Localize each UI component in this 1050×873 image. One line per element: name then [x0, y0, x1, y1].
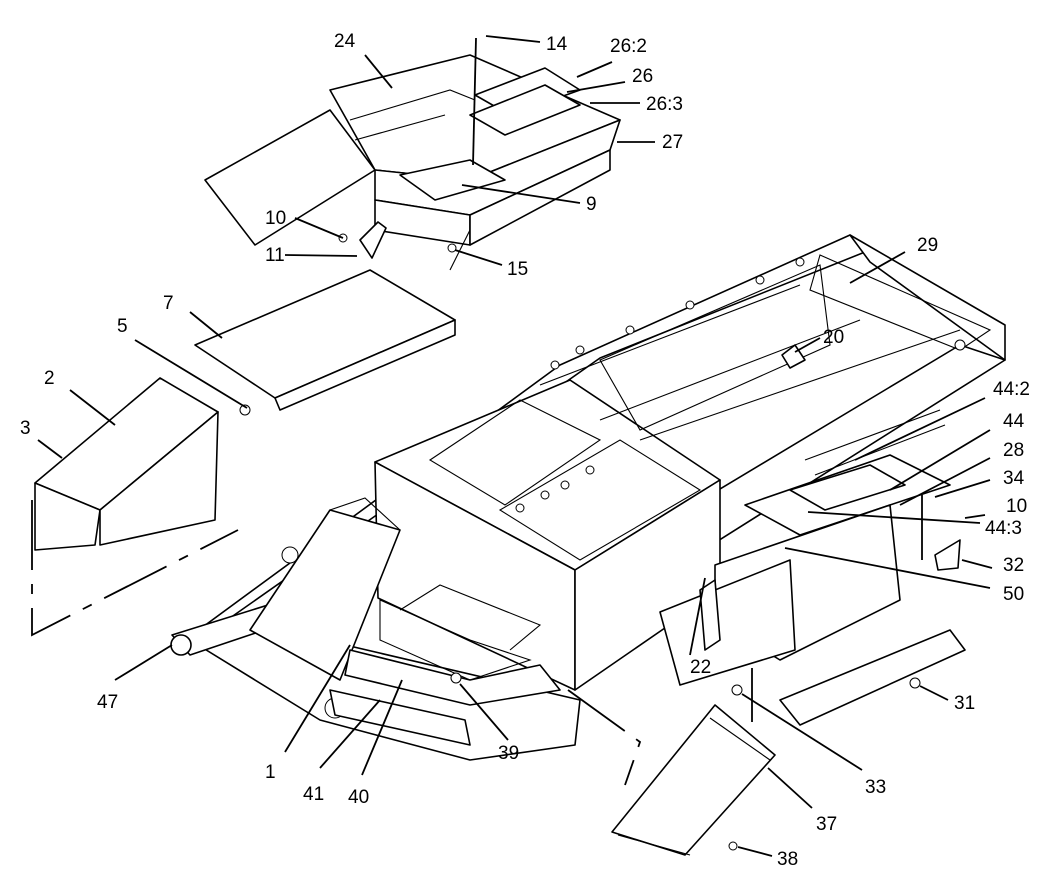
callout-37: 37: [816, 814, 837, 835]
callout-39: 39: [498, 743, 519, 764]
part-44-3-plate: [789, 464, 906, 511]
callout-10-top: 10: [265, 208, 286, 229]
callout-7: 7: [163, 293, 174, 314]
part-39-bolt: [450, 672, 462, 684]
callout-10-right: 10: [1006, 496, 1027, 517]
callout-5: 5: [117, 316, 128, 337]
callout-14: 14: [546, 34, 568, 55]
callout-20: 20: [823, 327, 844, 348]
part-32-spacer: [934, 539, 961, 571]
callout-2: 2: [44, 368, 55, 389]
callout-1: 1: [265, 762, 276, 783]
callout-44: 44: [1003, 411, 1025, 432]
callout-44-2: 44:2: [993, 379, 1030, 400]
part-47-end: [170, 634, 192, 656]
part-22-bracket: [699, 579, 721, 651]
callout-31: 31: [954, 693, 975, 714]
callout-28: 28: [1003, 440, 1024, 461]
part-15-screw: [447, 243, 457, 253]
callout-34: 34: [1003, 468, 1025, 489]
callout-50: 50: [1003, 584, 1024, 605]
part-41-rail: [329, 689, 471, 746]
callout-32: 32: [1003, 555, 1024, 576]
callout-40: 40: [348, 787, 369, 808]
part-38-screw: [728, 841, 738, 851]
seat-pan-assembly: [204, 54, 621, 271]
callout-33: 33: [865, 777, 886, 798]
assembly-line-front: [567, 689, 642, 786]
part-11-latch: [359, 221, 387, 259]
callout-29: 29: [917, 235, 938, 256]
part-31-nut: [909, 677, 921, 689]
part-20-clip: [781, 344, 806, 369]
callout-38: 38: [777, 849, 798, 870]
callout-41: 41: [303, 784, 324, 805]
assembly-line-left: [31, 500, 239, 637]
callout-labels: 24 14 26:2 26 26:3 27 9 10 11 15 7 5 2 3…: [20, 31, 1030, 870]
callout-15: 15: [507, 259, 528, 280]
callout-47: 47: [97, 692, 118, 713]
callout-26-2: 26:2: [610, 36, 647, 57]
callout-22: 22: [690, 657, 711, 678]
callout-3: 3: [20, 418, 31, 439]
callout-44-3: 44:3: [985, 518, 1022, 539]
part-5-knob: [239, 404, 251, 416]
part-37-step: [611, 704, 776, 856]
part-3-housing-side: [34, 482, 101, 551]
callout-9: 9: [586, 194, 597, 215]
callout-27: 27: [662, 132, 683, 153]
main-frame: [184, 234, 1006, 761]
callout-leaders: [37, 35, 993, 857]
callout-26-3: 26:3: [646, 94, 683, 115]
part-33-nut: [731, 684, 743, 696]
callout-24: 24: [334, 31, 356, 52]
callout-11: 11: [265, 245, 285, 266]
callout-26: 26: [632, 66, 653, 87]
right-step-plate: [779, 629, 966, 726]
part-14-rod: [472, 37, 477, 166]
